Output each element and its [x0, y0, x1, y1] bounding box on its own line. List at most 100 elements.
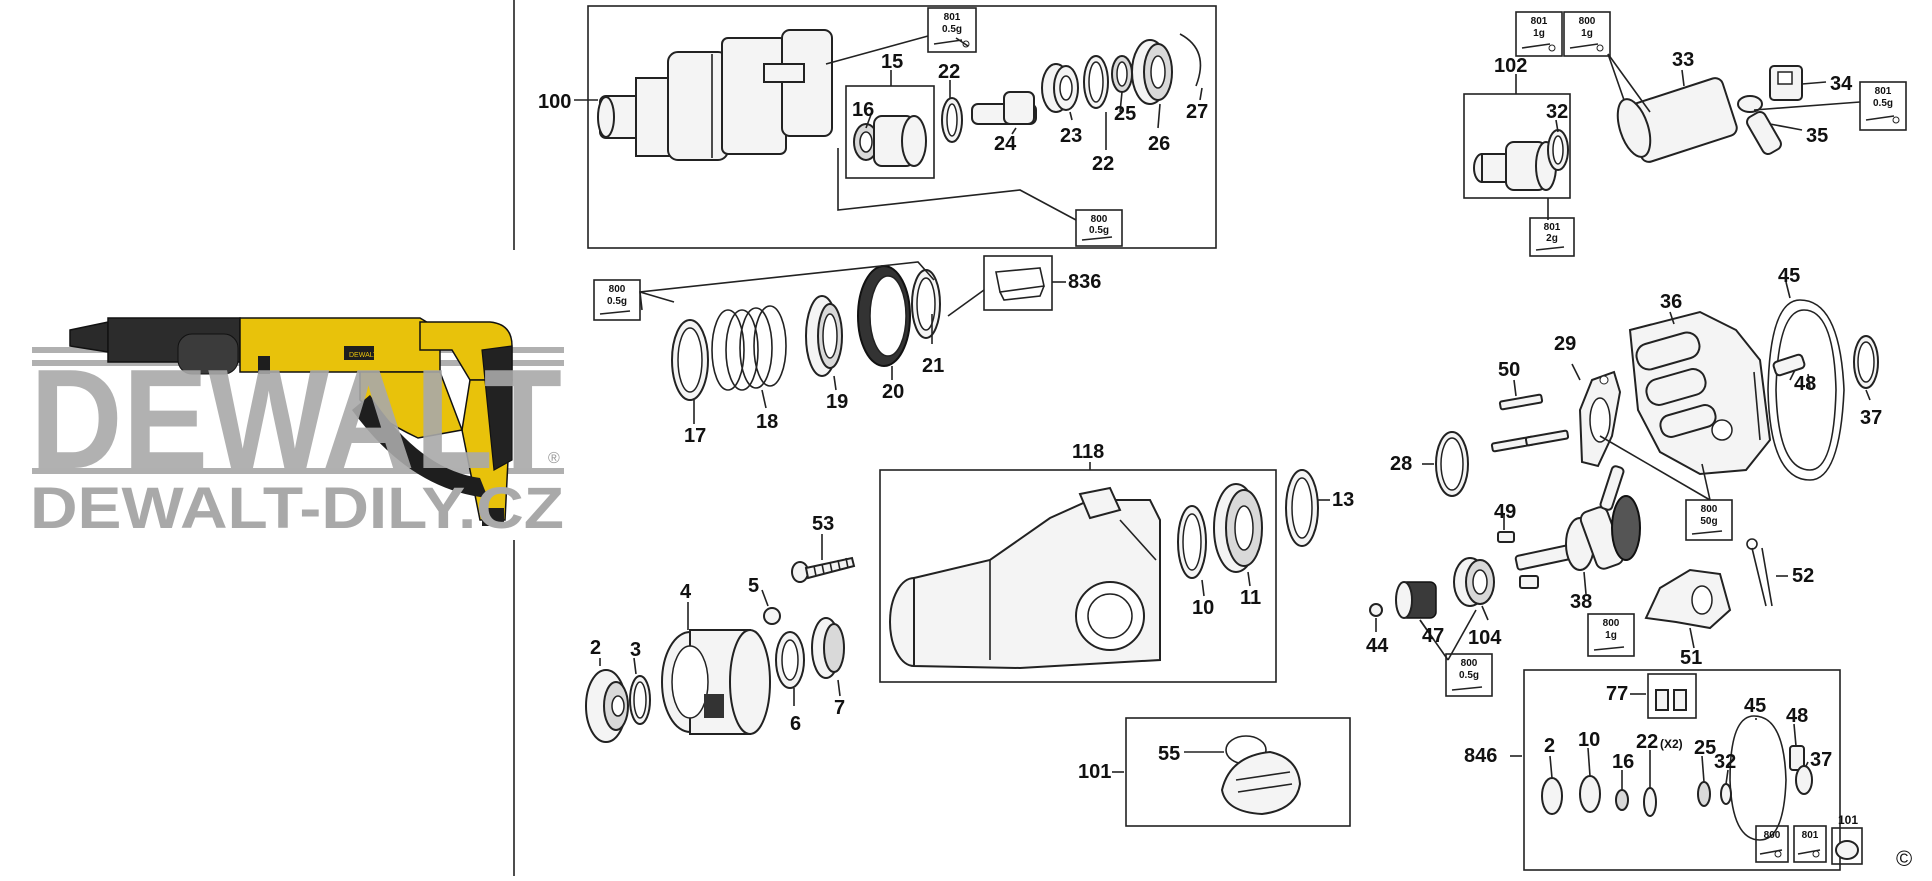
label-118: 118 [1072, 441, 1104, 463]
registered-mark: ® [548, 450, 560, 467]
svg-text:800: 800 [1764, 830, 1781, 841]
kit-label-2: 2 [1544, 735, 1555, 757]
part-7-spring-ring [811, 617, 845, 679]
grease-tag-6: 801 2g [1529, 217, 1575, 257]
part-16-bearing [853, 115, 927, 167]
grease-tag-8: 800 50g [1685, 499, 1733, 541]
kit-part-22 [1643, 787, 1657, 817]
watermark-dewalt-dily: DEWALT-DILY.CZ [30, 476, 564, 541]
part-27-circlip [1179, 33, 1202, 87]
svg-text:800: 800 [1091, 214, 1108, 225]
kit-dust-cap [1831, 827, 1863, 865]
part-49-screw-b [1519, 575, 1539, 589]
front-housing-group: 118 10 11 13 [879, 441, 1354, 683]
part-77-box [1647, 673, 1697, 719]
grease-tag-7: 800 0.5g [593, 279, 641, 321]
tool-holder-group: 100 15 16 22 24 23 22 25 26 27 [538, 5, 1217, 249]
label-102: 102 [1494, 55, 1527, 77]
part-2-cap [585, 669, 629, 743]
kit-label-48: 48 [1786, 705, 1808, 727]
svg-text:800: 800 [609, 284, 626, 295]
label-21: 21 [922, 355, 944, 377]
label-45: 45 [1778, 265, 1800, 287]
spindle-sleeve-group: 102 32 33 34 35 [1463, 49, 1861, 220]
kit-label-101: 101 [1838, 813, 1858, 827]
svg-text:800: 800 [1701, 504, 1718, 515]
svg-text:801: 801 [944, 12, 961, 23]
part-846-box [1523, 669, 1841, 871]
part-5-ball [763, 607, 781, 625]
label-48: 48 [1794, 373, 1816, 395]
clutch-group: 836 17 18 19 20 21 [639, 255, 1101, 447]
kit-label-16: 16 [1612, 751, 1634, 773]
kit-part-2 [1541, 777, 1563, 815]
svg-text:0.5g: 0.5g [607, 296, 627, 307]
label-2: 2 [590, 637, 601, 659]
gear-housing-group: 45 36 50 29 48 37 28 [1390, 265, 1882, 501]
label-22-b: 22 [1092, 153, 1114, 175]
grease-tag-10: 800 0.5g [1445, 653, 1493, 697]
label-77: 77 [1606, 683, 1628, 705]
label-15: 15 [881, 51, 903, 73]
part-118-housing [889, 486, 1161, 670]
part-101-dust-cap [1220, 750, 1302, 816]
svg-text:801: 801 [1544, 222, 1561, 233]
part-44-nut [1369, 603, 1383, 617]
kit-part-25 [1697, 781, 1711, 807]
svg-text:0.5g: 0.5g [1459, 670, 1479, 681]
label-33: 33 [1672, 49, 1694, 71]
label-20: 20 [882, 381, 904, 403]
label-6: 6 [790, 713, 801, 735]
chuck-parts-group: 2 3 4 5 6 7 53 [585, 513, 856, 743]
label-51: 51 [1680, 647, 1702, 669]
label-5: 5 [748, 575, 759, 597]
grease-tag-3: 801 1g [1515, 11, 1563, 57]
kit-part-48 [1789, 745, 1805, 771]
grease-tags: 801 0.5g 800 0.5g 801 1g 800 1g 801 [593, 7, 1907, 863]
kit-part-10 [1579, 775, 1601, 813]
label-17: 17 [684, 425, 706, 447]
svg-text:801: 801 [1531, 16, 1548, 27]
part-36-housing [1628, 310, 1772, 476]
part-51-bracket [1644, 568, 1732, 630]
part-4-sleeve [661, 629, 771, 735]
tool-holder-group-box [587, 5, 1217, 249]
part-101-box [1125, 717, 1351, 827]
svg-text:800: 800 [1461, 658, 1478, 669]
kit-part-37 [1795, 765, 1813, 795]
grease-tag-1: 801 0.5g [927, 7, 977, 53]
grease-tag-11: 800 [1755, 825, 1789, 863]
service-kit-group: 846 77 2 10 16 22 (X2) 25 32 45 48 37 10… [1464, 669, 1863, 871]
part-11-bearing [1213, 483, 1263, 573]
watermark-dewalt: DEWALT [30, 340, 562, 499]
grease-tag-2: 800 0.5g [1075, 209, 1123, 247]
kit-label-10: 10 [1578, 729, 1600, 751]
part-24-pin [971, 91, 1037, 125]
part-836-clip [983, 255, 1053, 311]
kit-label-32: 32 [1714, 751, 1736, 773]
label-38: 38 [1570, 591, 1592, 613]
label-34: 34 [1830, 73, 1853, 95]
label-19: 19 [826, 391, 848, 413]
svg-text:2g: 2g [1546, 233, 1558, 244]
svg-text:0.5g: 0.5g [1089, 225, 1109, 236]
label-10: 10 [1192, 597, 1214, 619]
part-15-box [845, 85, 935, 179]
label-32: 32 [1546, 101, 1568, 123]
dust-cap-group: 55 101 [1078, 717, 1351, 827]
label-101: 101 [1078, 761, 1111, 783]
part-50-screws [1490, 393, 1570, 453]
part-18-spring [711, 305, 787, 391]
label-27: 27 [1186, 101, 1208, 123]
kit-part-16 [1615, 789, 1629, 811]
label-16: 16 [852, 99, 874, 121]
part-48-pin [1772, 353, 1806, 377]
label-28: 28 [1390, 453, 1412, 475]
svg-text:1g: 1g [1581, 28, 1593, 39]
kit-label-22-x2: (X2) [1660, 737, 1683, 751]
label-3: 3 [630, 639, 641, 661]
grease-tag-4: 800 1g [1563, 11, 1611, 57]
part-118-box [879, 469, 1277, 683]
